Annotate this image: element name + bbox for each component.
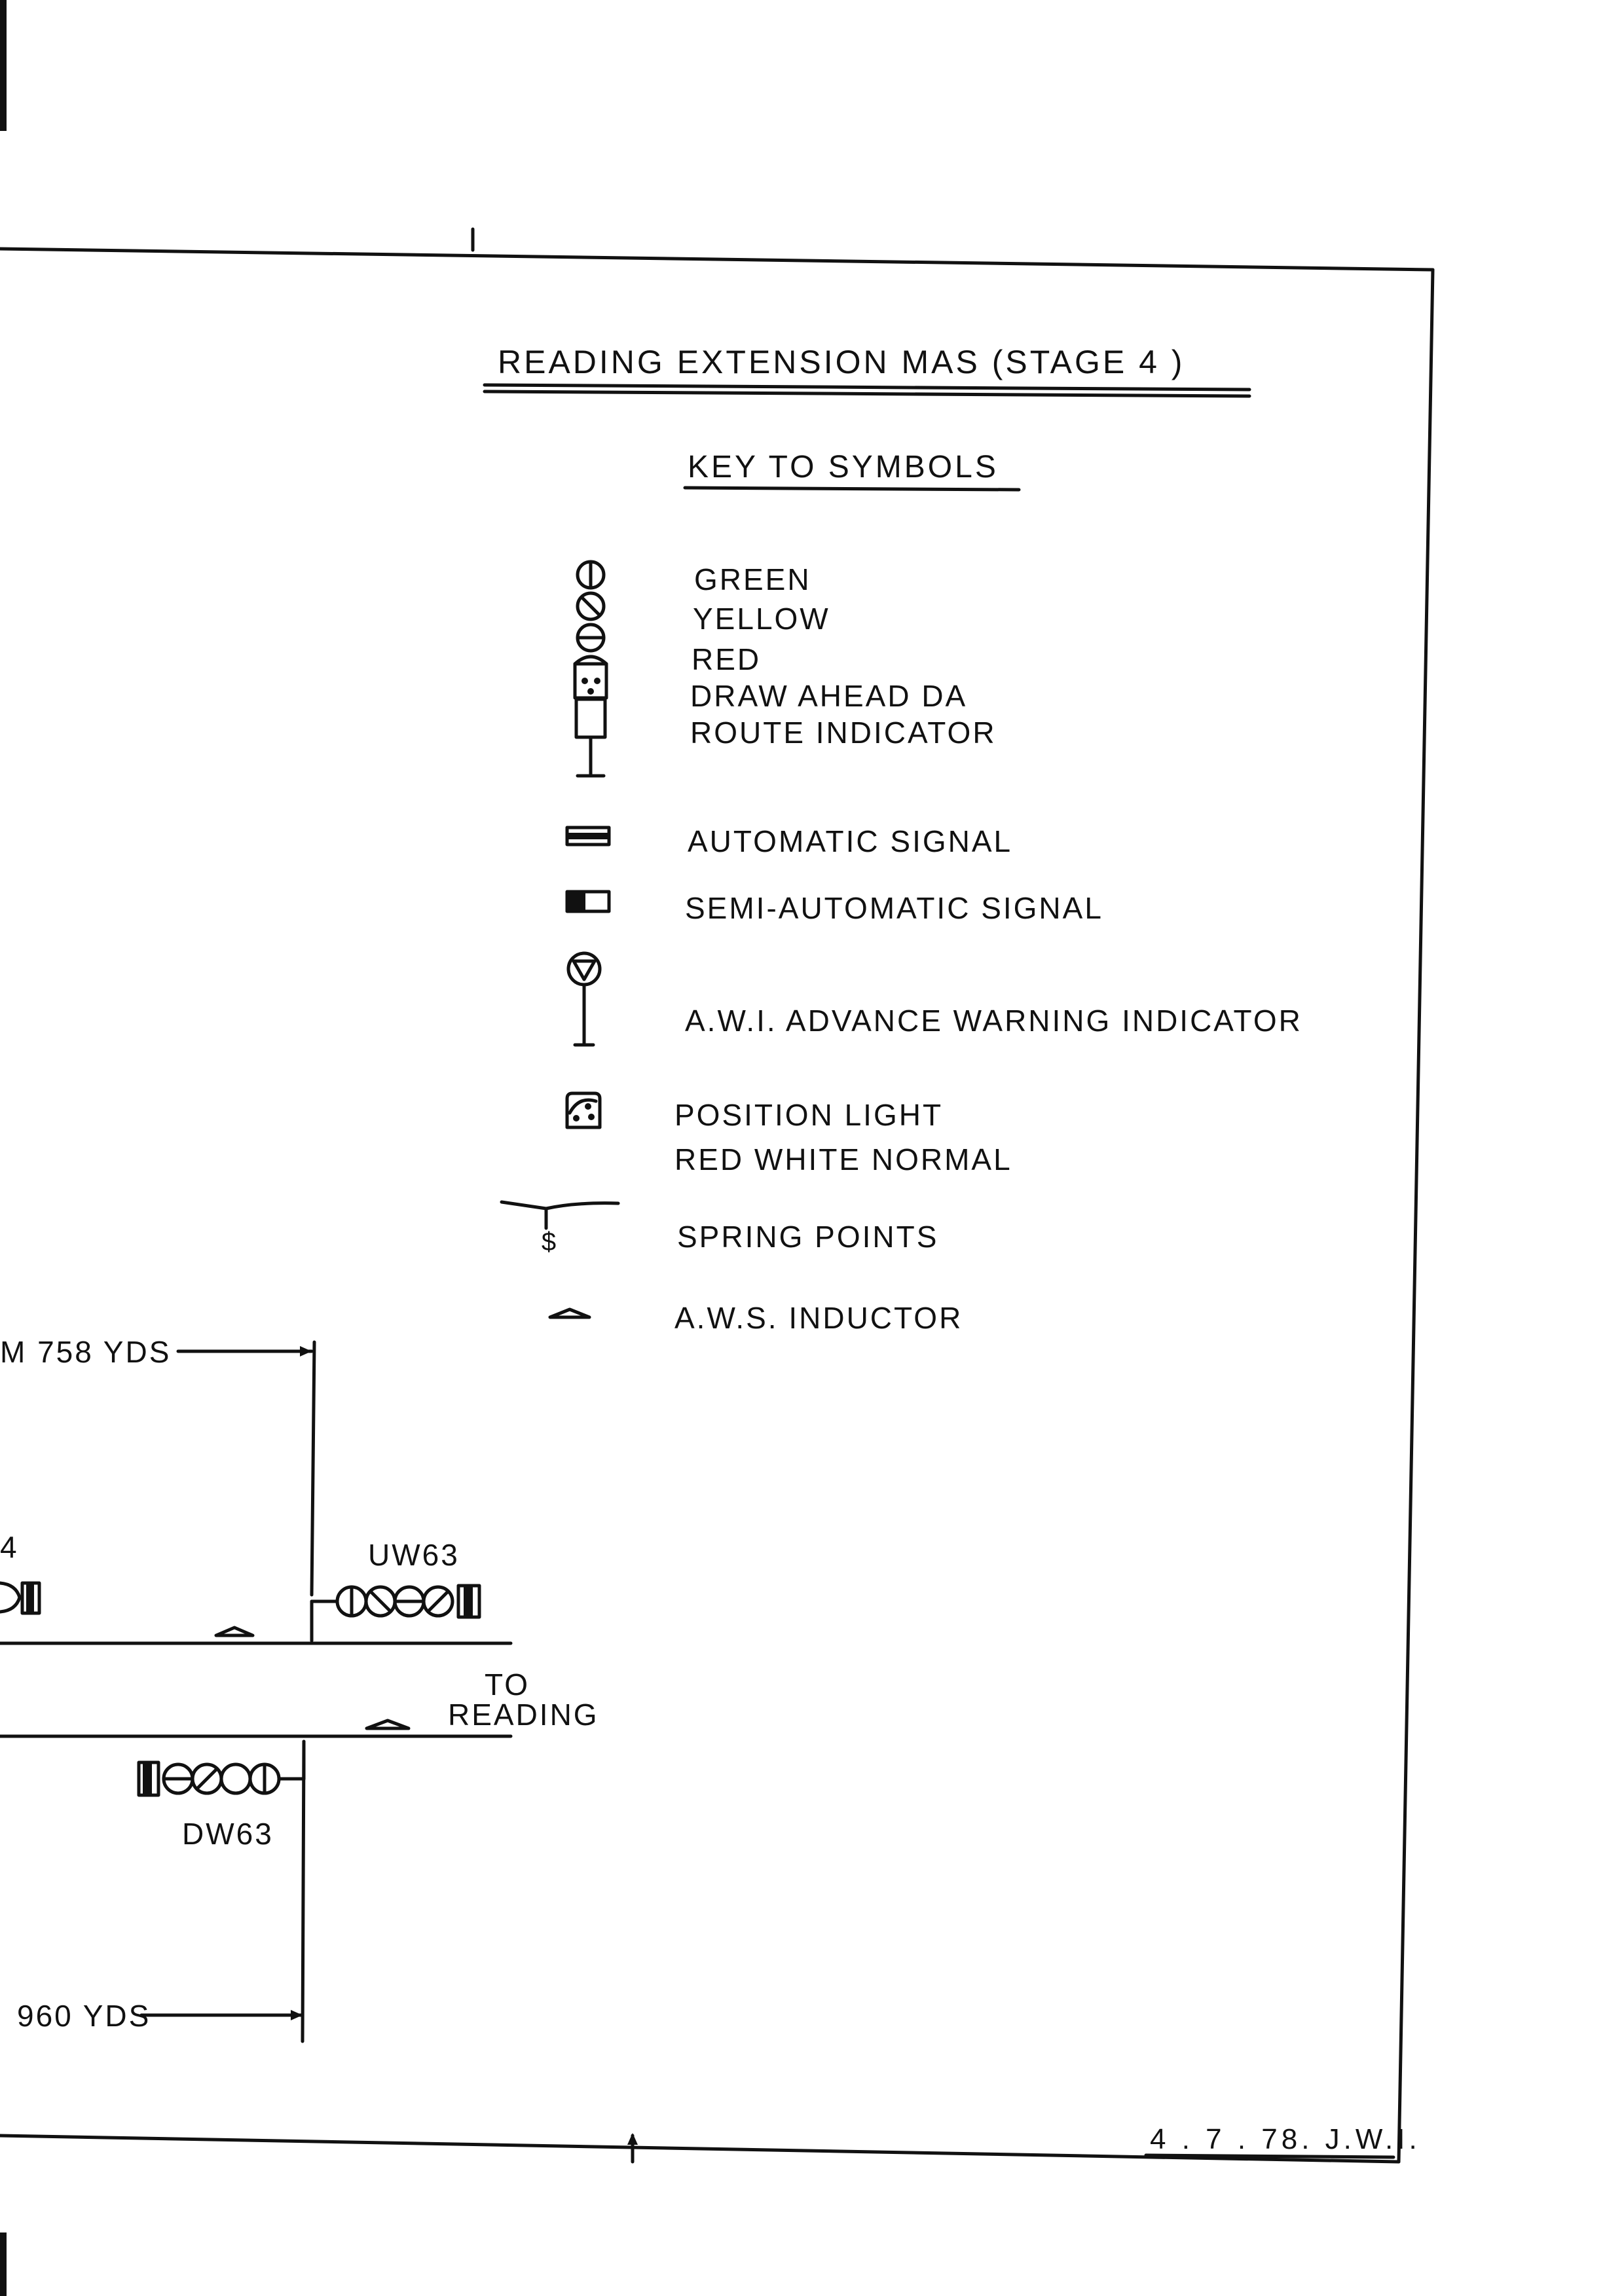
direction-to-label: TO [485, 1667, 530, 1702]
distance-down-label: 960 YDS [17, 1999, 151, 2033]
partial-signal-label: 4 [0, 1530, 19, 1564]
track-diagram [0, 1340, 513, 2043]
spring-points-icon: $ [500, 1200, 620, 1256]
title-underline-upper [483, 383, 1251, 392]
awi-icon [566, 951, 602, 1047]
position-light-icon [565, 1091, 602, 1129]
label-draw-ahead: DRAW AHEAD DA [690, 679, 968, 713]
svg-text:$: $ [542, 1228, 556, 1256]
drawing-border [0, 227, 1435, 2164]
crop-mark-top [0, 0, 7, 131]
key-heading-underline [683, 486, 1021, 492]
label-semi-automatic-signal: SEMI-AUTOMATIC SIGNAL [685, 891, 1103, 925]
label-red: RED [692, 642, 762, 676]
label-aws-inductor: A.W.S. INDUCTOR [674, 1301, 963, 1335]
label-position-light-colours: RED WHITE NORMAL [674, 1142, 1012, 1176]
semi-automatic-signal-icon [565, 890, 611, 913]
label-automatic-signal: AUTOMATIC SIGNAL [688, 824, 1013, 858]
label-green: GREEN [694, 562, 811, 596]
direction-reading-label: READING [448, 1698, 599, 1732]
partial-signal-left [0, 1581, 41, 1615]
drawing-title: READING EXTENSION MAS (STAGE 4 ) [498, 344, 1185, 380]
crop-mark-bottom [0, 2232, 7, 2296]
signal-uw63-label: UW63 [368, 1538, 460, 1572]
label-yellow: YELLOW [693, 602, 830, 636]
label-awi: A.W.I. ADVANCE WARNING INDICATOR [685, 1004, 1302, 1038]
label-position-light: POSITION LIGHT [674, 1098, 944, 1132]
route-indicator-icon [574, 697, 607, 739]
signal-head-symbol [573, 560, 608, 778]
key-heading: KEY TO SYMBOLS [688, 450, 999, 484]
label-spring-points: SPRING POINTS [677, 1220, 939, 1254]
date-initials: 4 . 7 . 78. J.W.I. [1150, 2123, 1421, 2155]
title-underline-lower [483, 390, 1251, 398]
aws-inductor-icon [548, 1307, 591, 1319]
signal-dw63-label: DW63 [182, 1817, 274, 1851]
automatic-signal-icon [565, 826, 611, 847]
label-route-indicator: ROUTE INDICATOR [690, 716, 997, 750]
yellow-aspect-icon [576, 591, 606, 621]
aws-inductor-up-icon [214, 1626, 255, 1637]
aws-inductor-down-icon [365, 1719, 411, 1730]
distance-up-label: M 758 YDS [0, 1335, 172, 1369]
signal-dw63-icon [137, 1740, 306, 1797]
signal-uw63-icon [310, 1584, 481, 1643]
